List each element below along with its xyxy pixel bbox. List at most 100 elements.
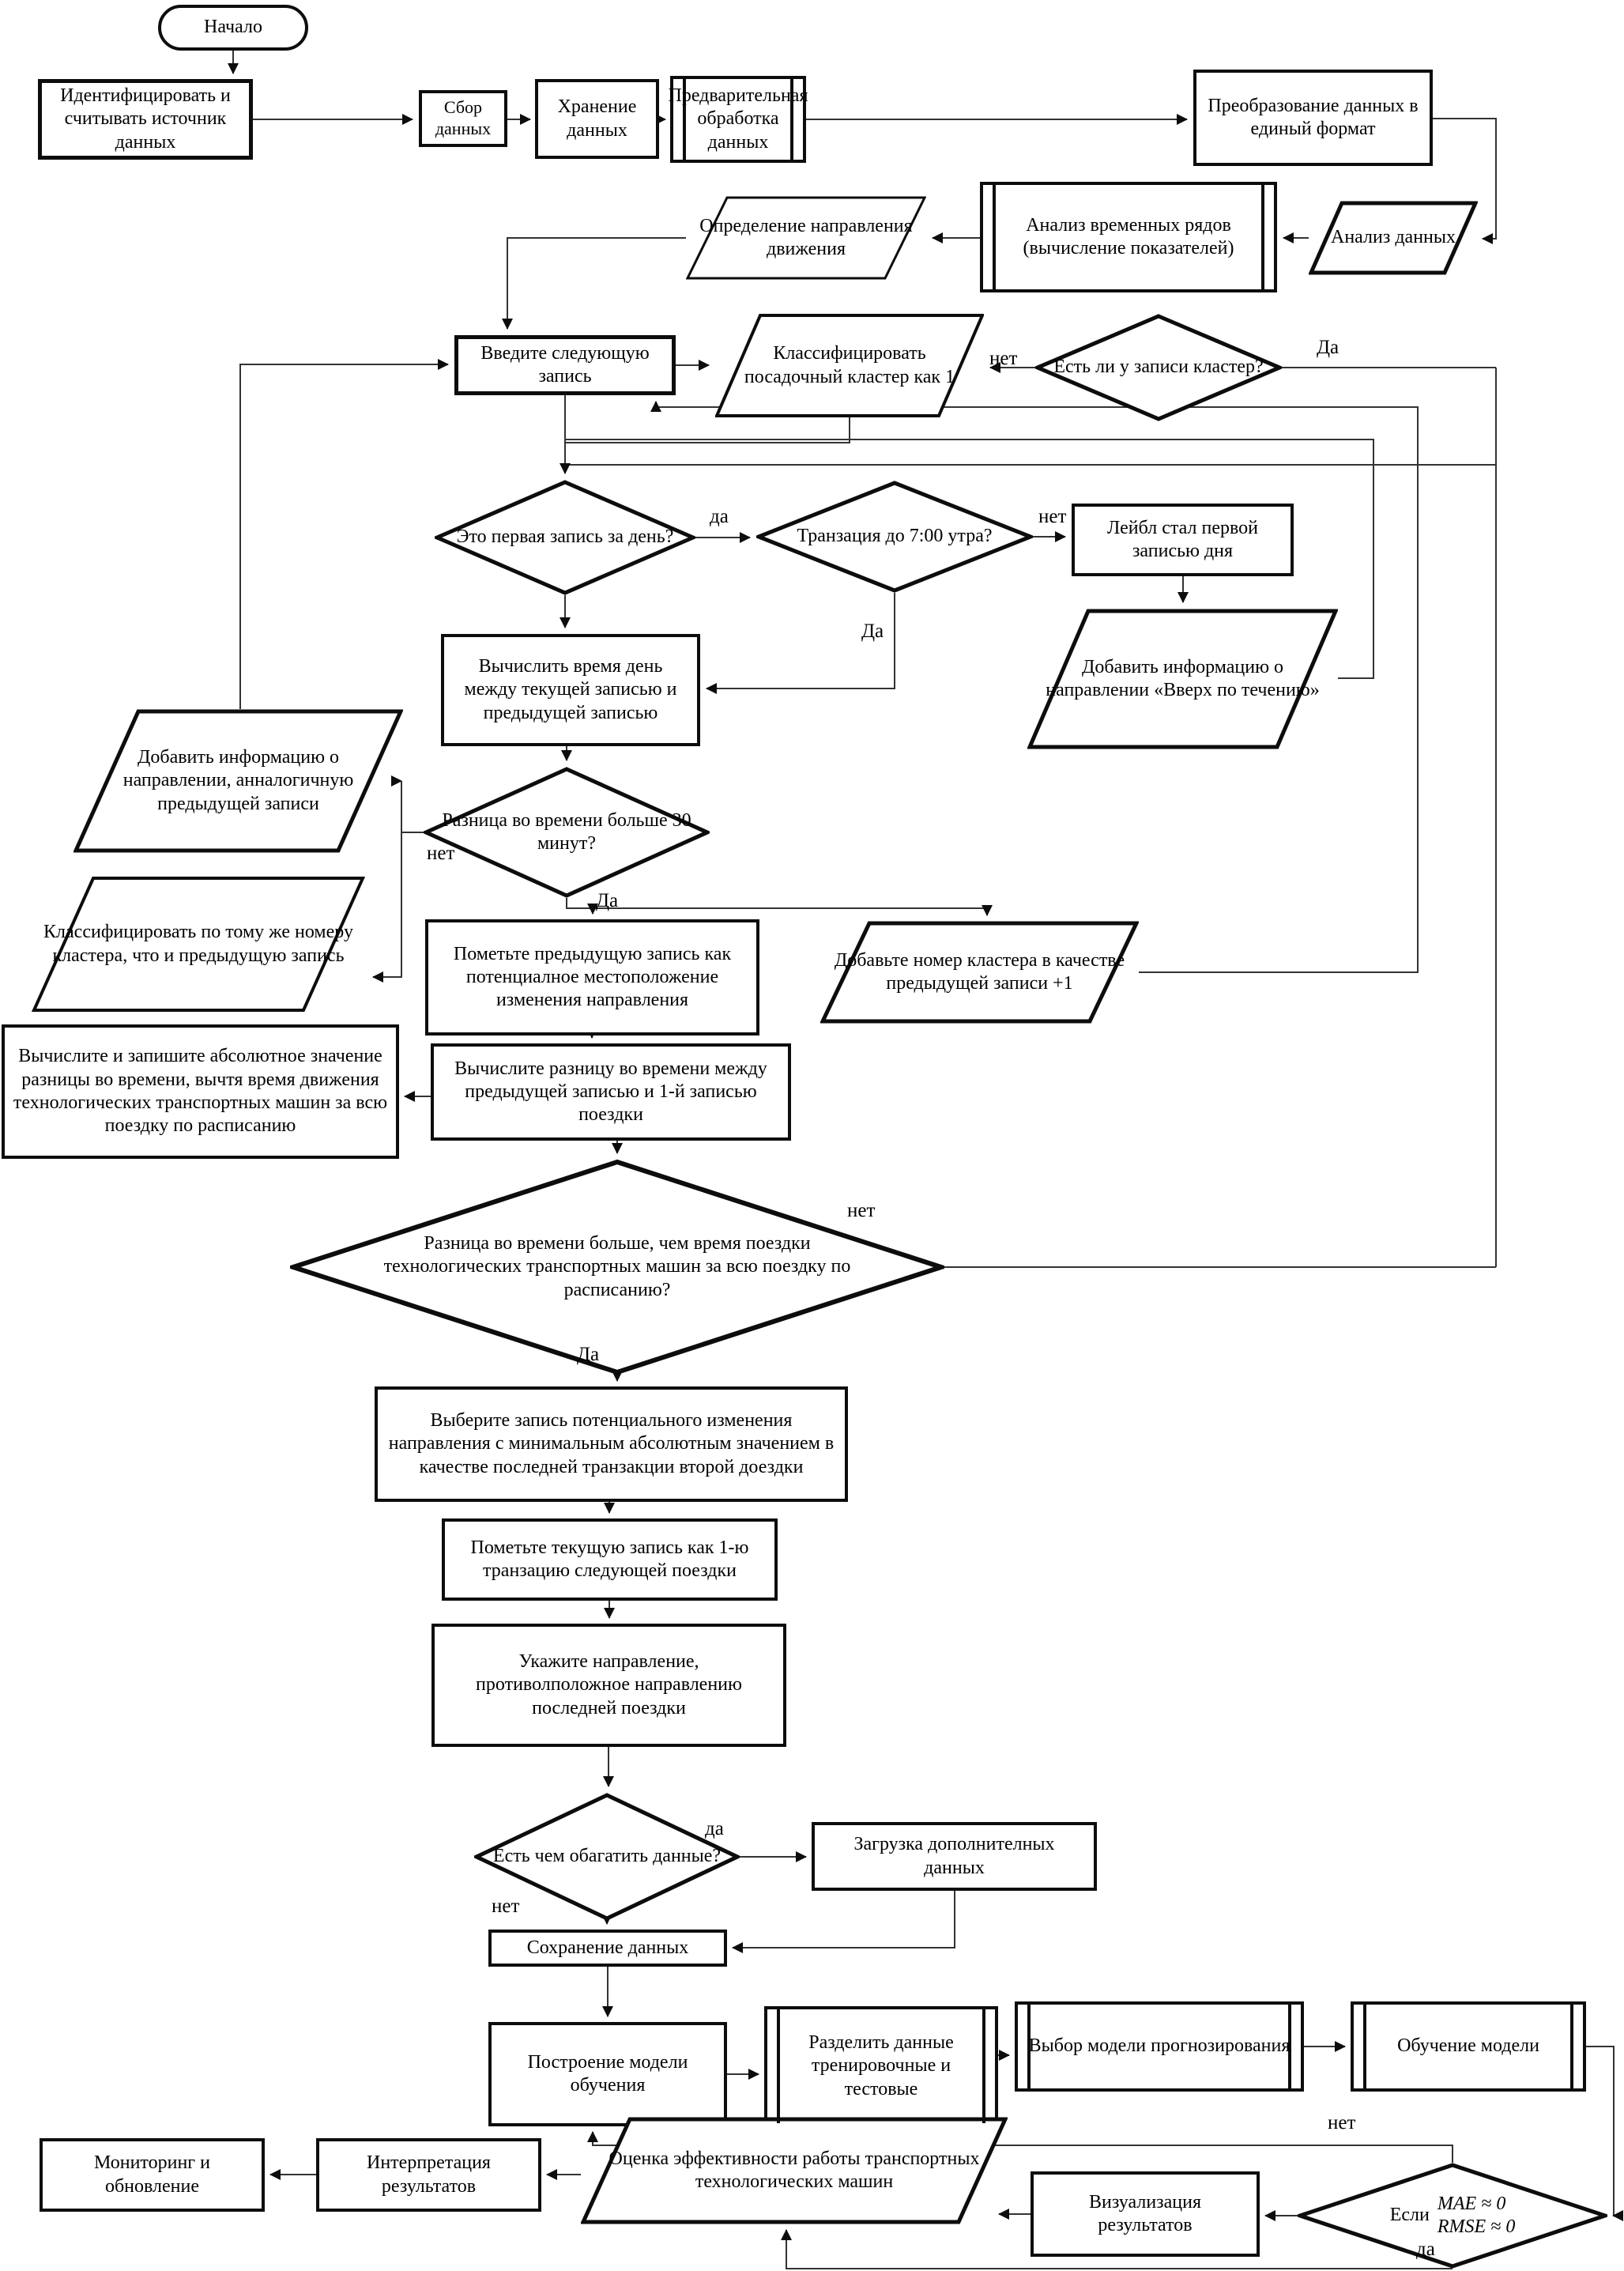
decision-diff-over-trip-time: Разница во времени больше, чем время пое… — [290, 1159, 944, 1375]
decision-can-enrich-data: Есть чем обагатить данные? — [474, 1793, 740, 1921]
node-classify-same-cluster-shape — [32, 877, 365, 1012]
node-data-collection-label: Сбор данных — [435, 97, 492, 138]
node-preprocessing-label: Предварительная обработка данных — [668, 85, 808, 153]
decision-diff-over-30min: Разница во времени больше 30 минут? — [424, 767, 710, 898]
branch-label-tripdiff-no: нет — [847, 1200, 876, 1221]
node-classify-same-cluster: Классифицировать по тому же номеру класт… — [32, 876, 365, 1013]
decision-before-7am: Транзация до 7:00 утра? — [756, 481, 1033, 593]
node-classify-boarding-cluster-shape — [715, 314, 984, 417]
node-classify-same-cluster-label: Классифицировать по тому же номеру класт… — [43, 922, 353, 966]
node-choose-forecast-model-label: Выбор модели прогнозирования — [1028, 2035, 1291, 2057]
decision-can-enrich-data-label: Есть чем обагатить данные? — [492, 1846, 722, 1867]
node-load-extra-data: Загрузка дополнителных данных — [812, 1822, 1097, 1891]
node-set-opposite-direction: Укажите направление, противолположное на… — [431, 1624, 786, 1747]
node-identify-source: Идентифицировать и считывать источник да… — [38, 79, 253, 160]
node-data-analysis-shape — [1309, 201, 1478, 275]
predefined-bar-right — [1288, 2005, 1291, 2088]
node-visualize-results: Визуализация результатов — [1031, 2171, 1260, 2257]
decision-diff-over-30min-shape — [424, 767, 710, 898]
node-direction-detection-label: Определение направления движения — [699, 215, 913, 259]
predefined-bar-left — [683, 79, 686, 160]
node-timeseries-analysis-label: Анализ временных рядов (вычисление показ… — [1023, 214, 1234, 258]
node-add-upstream-direction-shape — [1027, 609, 1338, 749]
node-add-cluster-number-shape — [820, 921, 1139, 1024]
branch-label-firstday-yes: да — [710, 506, 729, 527]
node-classify-boarding-cluster-label: Классифицировать посадочный кластер как … — [744, 343, 955, 387]
node-calc-time-diff: Вычислите разницу во времени между преды… — [431, 1043, 791, 1141]
node-calc-absolute-value: Вычислите и запишите абсолютное значение… — [2, 1024, 399, 1159]
node-monitoring-update-label: Мониторинг и обновление — [94, 2152, 210, 2197]
decision-diff-over-30min-label: Разница во времени больше 30 минут? — [442, 809, 691, 854]
node-save-data: Сохранение данных — [488, 1930, 727, 1967]
node-classify-boarding-cluster: Классифицировать посадочный кластер как … — [715, 314, 984, 417]
node-preprocessing: Предварительная обработка данных — [669, 76, 808, 163]
node-transform-format: Преобразование данных в единый формат — [1193, 70, 1433, 166]
decision-first-record-of-day-label: Это первая запись за день? — [456, 526, 674, 548]
branch-label-enrich-yes: да — [705, 1818, 724, 1839]
node-split-train-test: Разделить данные тренировочные и тестовы… — [764, 2006, 998, 2126]
node-calc-day-time-label: Вычислить время день между текущей запис… — [464, 656, 677, 723]
node-set-opposite-direction-label: Укажите направление, противолположное на… — [476, 1651, 742, 1718]
predefined-bar-left — [1027, 2005, 1031, 2088]
node-timeseries-analysis: Анализ временных рядов (вычисление показ… — [980, 182, 1277, 292]
node-mark-current-record: Пометьте текущую запись как 1-ю транзаци… — [442, 1518, 778, 1601]
node-choose-min-abs-record: Выберите запись потенциального изменения… — [375, 1386, 848, 1502]
node-data-collection: Сбор данных — [419, 90, 507, 147]
metrics-rmse: RMSE ≈ 0 — [1437, 2216, 1516, 2237]
branch-label-metrics-no: нет — [1328, 2112, 1356, 2133]
node-add-cluster-number: Добавьте номер кластера в качестве преды… — [820, 921, 1139, 1024]
decision-can-enrich-data-shape — [474, 1793, 740, 1921]
branch-label-diff30-no: нет — [427, 843, 455, 864]
node-add-cluster-number-label: Добавьте номер кластера в качестве преды… — [834, 949, 1125, 994]
node-calc-absolute-value-label: Вычислите и запишите абсолютное значение… — [13, 1046, 388, 1137]
metrics-formulas: MAE ≈ 0 RMSE ≈ 0 — [1437, 2193, 1515, 2239]
node-build-training-model: Построение модели обучения — [488, 2022, 727, 2126]
decision-diff-over-trip-time-shape — [290, 1159, 944, 1375]
predefined-bar-left — [777, 2009, 780, 2123]
node-transform-format-label: Преобразование данных в единый формат — [1208, 95, 1419, 139]
branch-label-cluster-no: нет — [989, 348, 1018, 369]
node-direction-detection-shape — [686, 196, 926, 280]
node-evaluate-efficiency-shape — [581, 2117, 1008, 2224]
node-add-same-direction-info-shape — [73, 709, 403, 853]
node-next-record: Введите следующую запись — [454, 335, 676, 395]
predefined-bar-right — [790, 79, 793, 160]
node-calc-day-time: Вычислить время день между текущей запис… — [441, 634, 700, 746]
metrics-mae: MAE ≈ 0 — [1437, 2193, 1506, 2214]
node-data-storage: Хранение данных — [535, 79, 659, 159]
node-add-upstream-direction-label: Добавить информацию о направлении «Вверх… — [1046, 656, 1320, 700]
node-data-analysis-label: Анализ данных — [1330, 227, 1456, 248]
decision-before-7am-shape — [756, 481, 1033, 593]
node-mark-previous-record-label: Пометьте предыдущую запись как потенциал… — [453, 943, 732, 1011]
branch-label-tripdiff-yes: Да — [577, 1344, 600, 1365]
node-monitoring-update: Мониторинг и обновление — [40, 2138, 265, 2212]
node-identify-source-label: Идентифицировать и считывать источник да… — [60, 85, 231, 153]
node-visualize-results-label: Визуализация результатов — [1088, 2191, 1202, 2235]
node-evaluate-efficiency-label: Оценка эффективности работы транспортных… — [609, 2148, 980, 2192]
predefined-bar-left — [1363, 2005, 1366, 2088]
node-train-model: Обучение модели — [1351, 2001, 1586, 2092]
node-start-terminator: Начало — [158, 5, 308, 51]
node-add-upstream-direction: Добавить информацию о направлении «Вверх… — [1027, 609, 1338, 749]
branch-label-before7-yes: Да — [861, 621, 884, 642]
node-direction-detection: Определение направления движения — [686, 196, 926, 280]
node-evaluate-efficiency: Оценка эффективности работы транспортных… — [581, 2117, 1008, 2224]
node-interpret-results-label: Интерпретация результатов — [367, 2152, 491, 2197]
node-start-label: Начало — [204, 17, 262, 38]
node-mark-previous-record: Пометьте предыдущую запись как потенциал… — [425, 919, 759, 1036]
node-choose-min-abs-record-label: Выберите запись потенциального изменения… — [388, 1410, 835, 1477]
branch-label-cluster-yes: Да — [1317, 337, 1340, 358]
node-next-record-label: Введите следующую запись — [480, 342, 650, 387]
node-data-analysis: Анализ данных — [1309, 201, 1478, 275]
decision-has-cluster-label: Есть ли у записи кластер? — [1053, 356, 1264, 378]
decision-has-cluster: Есть ли у записи кластер? — [1035, 314, 1282, 421]
branch-label-enrich-no: нет — [492, 1896, 520, 1917]
decision-metrics-near-zero-label: Если MAE ≈ 0 RMSE ≈ 0 — [1382, 2191, 1524, 2241]
node-split-train-test-label: Разделить данные тренировочные и тестовы… — [808, 2032, 954, 2099]
decision-has-cluster-shape — [1035, 314, 1282, 421]
node-calc-time-diff-label: Вычислите разницу во времени между преды… — [454, 1058, 767, 1126]
decision-metrics-near-zero: Если MAE ≈ 0 RMSE ≈ 0 — [1298, 2163, 1607, 2269]
predefined-bar-right — [982, 2009, 985, 2123]
node-add-same-direction-info: Добавить информацию о направлении, аннал… — [73, 709, 403, 853]
